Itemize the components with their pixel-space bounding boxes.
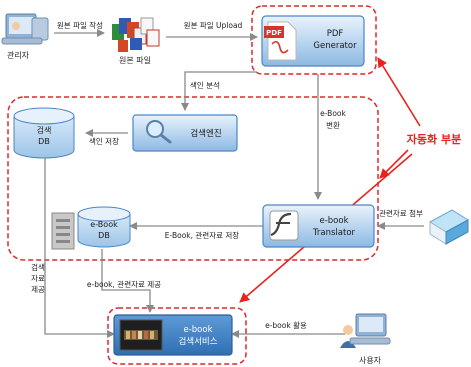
callout-arrows — [239, 57, 421, 303]
use-ebook-label: e-book 활용 — [265, 320, 307, 330]
automation-zone-pdf — [251, 5, 377, 75]
bookshelf-screen-icon — [119, 319, 163, 351]
flash-logo-icon — [269, 210, 299, 241]
provide-ebook-label: e-book, 관련자료 제공 — [87, 279, 161, 289]
ebook-db-line2: DB — [98, 231, 110, 240]
pdf-generator-line2: Generator — [313, 41, 357, 51]
edge-index-analysis — [181, 71, 257, 111]
server-icon — [51, 212, 75, 250]
pdf-document-icon: PDF — [264, 21, 297, 61]
connectors — [44, 29, 424, 338]
automation-zone-core — [7, 96, 379, 261]
ebook-convert-line1: e-Book — [320, 109, 346, 118]
svg-text:자료: 자료 — [31, 274, 45, 283]
service-line1: e-book — [183, 325, 212, 335]
admin-computer-icon — [1, 13, 49, 45]
svg-text:PDF: PDF — [266, 29, 282, 37]
search-engine-node: 검색엔진 — [132, 114, 238, 152]
search-db-line1: 검색 — [37, 125, 52, 135]
edge-searchdb-to-service — [44, 156, 115, 338]
provide-search-label: 검색 자료 제공 — [31, 262, 45, 294]
source-file-label: 원본 파일 — [119, 56, 151, 65]
magnifier-icon — [146, 120, 172, 144]
ebook-translator-node: e-book Translator — [262, 204, 375, 248]
callout-arrow-to-core — [379, 149, 409, 179]
user-computer-icon — [340, 313, 391, 348]
callout-arrow-to-pdf — [377, 57, 421, 127]
svg-text:제공: 제공 — [31, 285, 45, 294]
source-file-icons — [112, 17, 160, 52]
search-db-line2: DB — [38, 137, 50, 146]
service-line2: 검색서비스 — [178, 336, 217, 347]
ebook-db-node: e-Book DB — [51, 206, 131, 250]
automation-callout-label: 자동화 부분 — [407, 132, 461, 146]
pdf-generator-line1: PDF — [327, 29, 344, 39]
translator-line2: Translator — [312, 228, 356, 238]
attach-related-label: 관련자료 첨부 — [379, 208, 423, 218]
create-source-label: 원본 파일 작성 — [57, 20, 103, 30]
store-index-label: 색인 저장 — [89, 136, 119, 146]
user-label: 사용자 — [359, 356, 382, 365]
upload-source-label: 원본 파일 Upload — [184, 21, 243, 30]
store-ebook-label: E-Book, 관련자료 저장 — [165, 230, 239, 240]
search-engine-label: 검색엔진 — [190, 128, 221, 139]
ebook-convert-line2: 변환 — [326, 120, 340, 130]
search-db-node: 검색 DB — [13, 107, 75, 159]
index-analysis-label: 색인 분석 — [190, 80, 220, 90]
svg-text:검색: 검색 — [31, 262, 45, 272]
ebook-db-line1: e-Book — [90, 220, 118, 229]
related-material-icon — [429, 209, 469, 245]
translator-line1: e-book — [319, 216, 348, 226]
ebook-search-service-node: e-book 검색서비스 — [113, 314, 233, 356]
pdf-generator-node: PDF PDF Generator — [261, 15, 365, 67]
edge-ebookdb-to-service — [101, 249, 154, 313]
admin-label: 관리자 — [7, 50, 30, 60]
